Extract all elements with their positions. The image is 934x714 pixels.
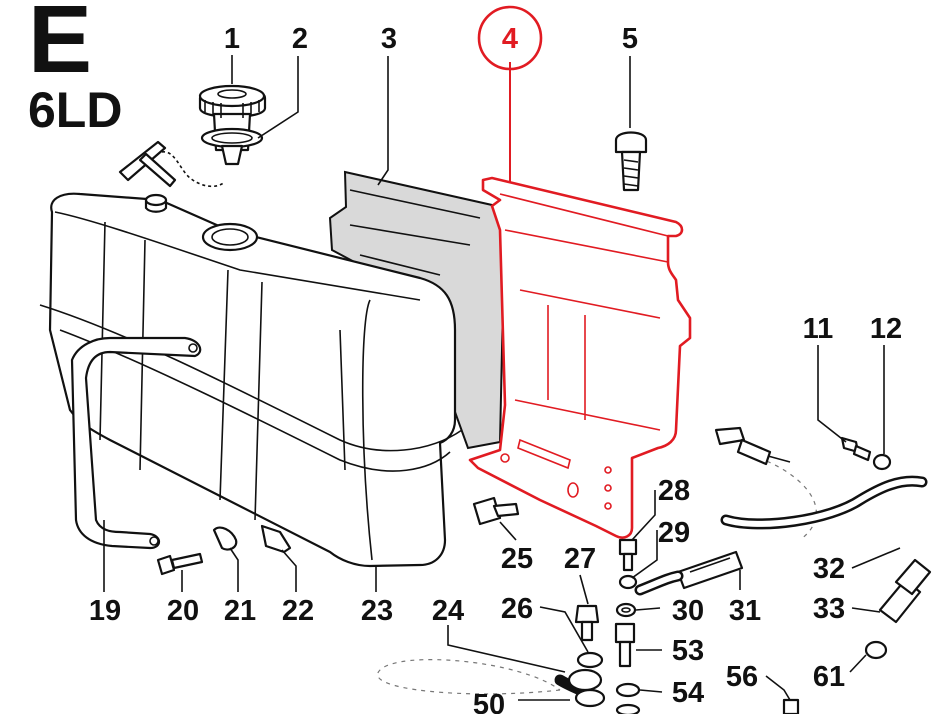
bolt-27[interactable]	[574, 604, 600, 642]
callout-1: 1	[224, 23, 240, 55]
callout-29: 29	[658, 517, 690, 549]
callout-21: 21	[224, 595, 256, 627]
fitting-33[interactable]	[878, 558, 932, 624]
callout-26: 26	[501, 593, 533, 625]
plug-22[interactable]	[260, 524, 292, 554]
callout-labels: 1 2 3 4 5 11 12 19 20 21 22 23 24 25 26 …	[89, 23, 902, 714]
callout-3: 3	[381, 23, 397, 55]
callout-61: 61	[813, 661, 845, 693]
fuel-filter-31[interactable]	[676, 550, 744, 590]
bolt[interactable]	[614, 131, 648, 192]
tank-strap[interactable]	[70, 336, 202, 550]
connector-top-right[interactable]	[714, 426, 791, 466]
callout-28: 28	[658, 475, 690, 507]
callout-23: 23	[361, 595, 393, 627]
callout-31: 31	[729, 595, 761, 627]
callout-11: 11	[803, 313, 834, 345]
callout-4: 4	[502, 23, 518, 55]
callout-20: 20	[167, 595, 199, 627]
callout-50: 50	[473, 689, 505, 714]
clamp-29[interactable]	[618, 574, 638, 590]
washer-54[interactable]	[615, 682, 641, 714]
section-letter: E	[28, 0, 92, 93]
callout-30: 30	[672, 595, 704, 627]
banjo-fitting-24[interactable]	[567, 668, 606, 708]
bolt-25[interactable]	[472, 496, 520, 526]
callout-27: 27	[564, 543, 596, 575]
fuel-tank[interactable]	[39, 192, 463, 568]
hose-route-dashed	[377, 454, 817, 695]
engine-model-label: 6LD	[28, 82, 122, 138]
bolt-28[interactable]	[618, 538, 638, 572]
cap-gasket[interactable]	[200, 127, 264, 166]
nut-12[interactable]	[872, 453, 892, 471]
part-56[interactable]	[782, 698, 800, 714]
callout-53: 53	[672, 635, 704, 667]
washer-26[interactable]	[576, 651, 604, 669]
callout-2: 2	[292, 23, 308, 55]
leader-lines	[103, 55, 901, 701]
callout-25: 25	[501, 543, 533, 575]
callout-22: 22	[282, 595, 314, 627]
plug-21[interactable]	[212, 526, 238, 551]
callout-24: 24	[432, 595, 464, 627]
callout-54: 54	[672, 677, 704, 709]
callout-5: 5	[622, 23, 638, 55]
callout-56: 56	[726, 661, 758, 693]
heat-shield-plate[interactable]	[468, 176, 692, 539]
washer-61[interactable]	[864, 640, 888, 660]
cap-chain	[118, 140, 226, 188]
washer-30[interactable]	[615, 602, 637, 618]
highlight-ring	[477, 5, 543, 71]
bolt-53[interactable]	[614, 622, 636, 668]
screw-20[interactable]	[156, 552, 204, 576]
callout-32: 32	[813, 553, 845, 585]
callout-33: 33	[813, 593, 845, 625]
callout-12: 12	[870, 313, 902, 345]
callout-19: 19	[89, 595, 121, 627]
